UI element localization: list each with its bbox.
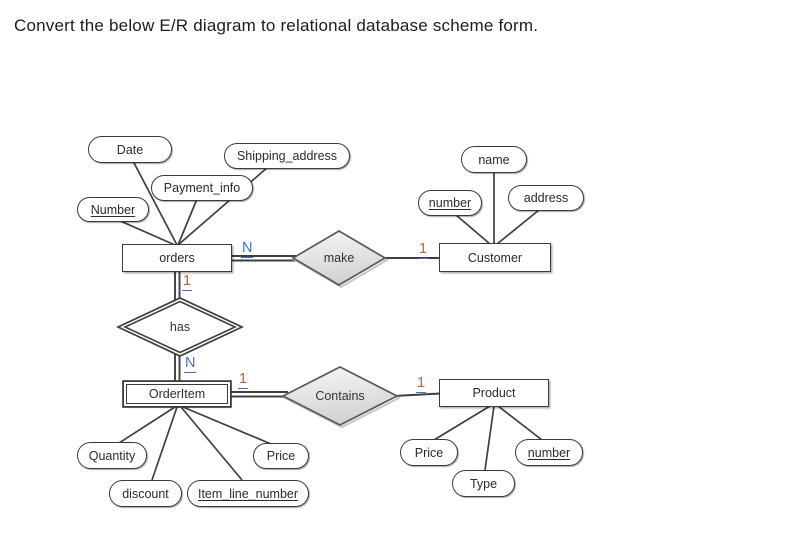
entity-product: Product <box>439 379 549 407</box>
cardinality-contains-product: 1 <box>416 375 427 394</box>
contains-diamond <box>281 366 399 426</box>
relationship-make-label: make <box>323 251 355 265</box>
attribute-payment-info: Payment_info <box>151 175 253 201</box>
make-diamond <box>291 230 387 286</box>
has-diamond-outer <box>115 297 245 357</box>
page-title: Convert the below E/R diagram to relatio… <box>14 16 539 35</box>
attribute-customer-name: name <box>461 146 527 173</box>
attribute-connectors <box>117 160 543 481</box>
entity-orderitem: OrderItem <box>126 384 228 404</box>
attribute-product-type: Type <box>452 470 515 497</box>
entity-customer: Customer <box>439 243 551 272</box>
attribute-shipping-address: Shipping_address <box>224 143 350 169</box>
cardinality-make-customer: 1 <box>418 241 429 260</box>
attribute-discount: discount <box>109 480 182 507</box>
relationship-diamonds <box>115 230 402 429</box>
attribute-customer-number-key: number <box>418 190 482 216</box>
cardinality-orderitem-contains: 1 <box>238 371 249 390</box>
attribute-item-line-number-key: Item_line_number <box>187 480 309 507</box>
attribute-date: Date <box>88 136 172 163</box>
cardinality-has-orderitem: N <box>184 355 197 374</box>
relationship-connectors <box>174 255 441 398</box>
attribute-product-price: Price <box>400 439 458 466</box>
relationship-has-label: has <box>169 320 191 334</box>
attribute-order-number-key: Number <box>77 197 149 222</box>
attribute-product-number-key: number <box>515 439 583 466</box>
relationship-contains-label: Contains <box>315 389 365 403</box>
attribute-quantity: Quantity <box>77 442 147 469</box>
entity-orders: orders <box>122 244 232 272</box>
attribute-orderitem-price: Price <box>253 443 309 469</box>
attribute-customer-address: address <box>508 185 584 211</box>
has-diamond-inner <box>123 300 237 354</box>
cardinality-orders-make: N <box>241 240 254 259</box>
cardinality-orders-has: 1 <box>182 273 193 292</box>
